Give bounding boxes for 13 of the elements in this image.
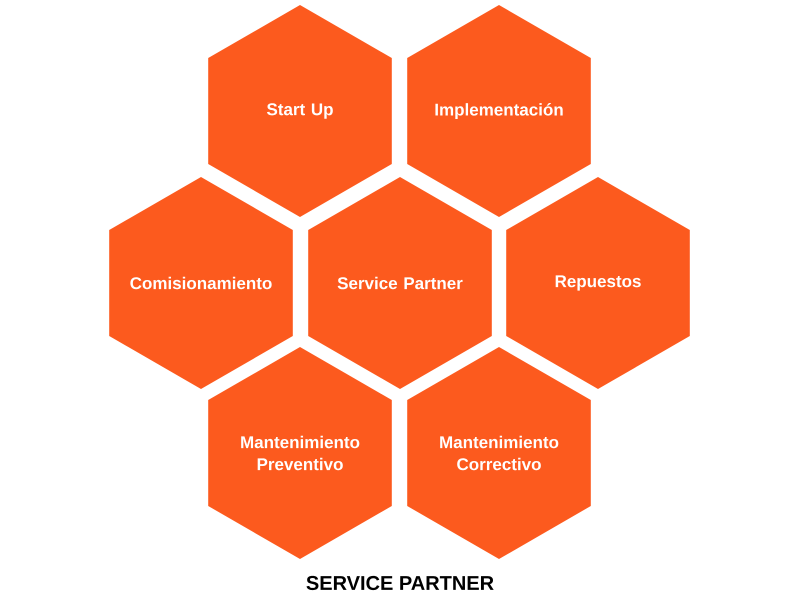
node-label: Mantenimiento Preventivo: [241, 436, 360, 470]
hexagon: Mantenimiento Preventivo: [208, 347, 392, 559]
hexagon: Repuestos: [506, 177, 690, 389]
node-label: Start Up: [266, 103, 333, 119]
title: SERVICE PARTNER: [306, 576, 494, 590]
node-label: Mantenimiento Correctivo: [440, 436, 558, 470]
hexagon: Comisionamiento: [109, 177, 293, 389]
hexagon: Mantenimiento Correctivo: [407, 347, 591, 559]
hexagon: Service Partner: [308, 177, 492, 389]
node-label: Implementación: [435, 103, 563, 119]
hexagon: Start Up: [208, 5, 392, 217]
hexagon: Implementación: [407, 5, 591, 217]
node-label: Service Partner: [338, 276, 463, 290]
